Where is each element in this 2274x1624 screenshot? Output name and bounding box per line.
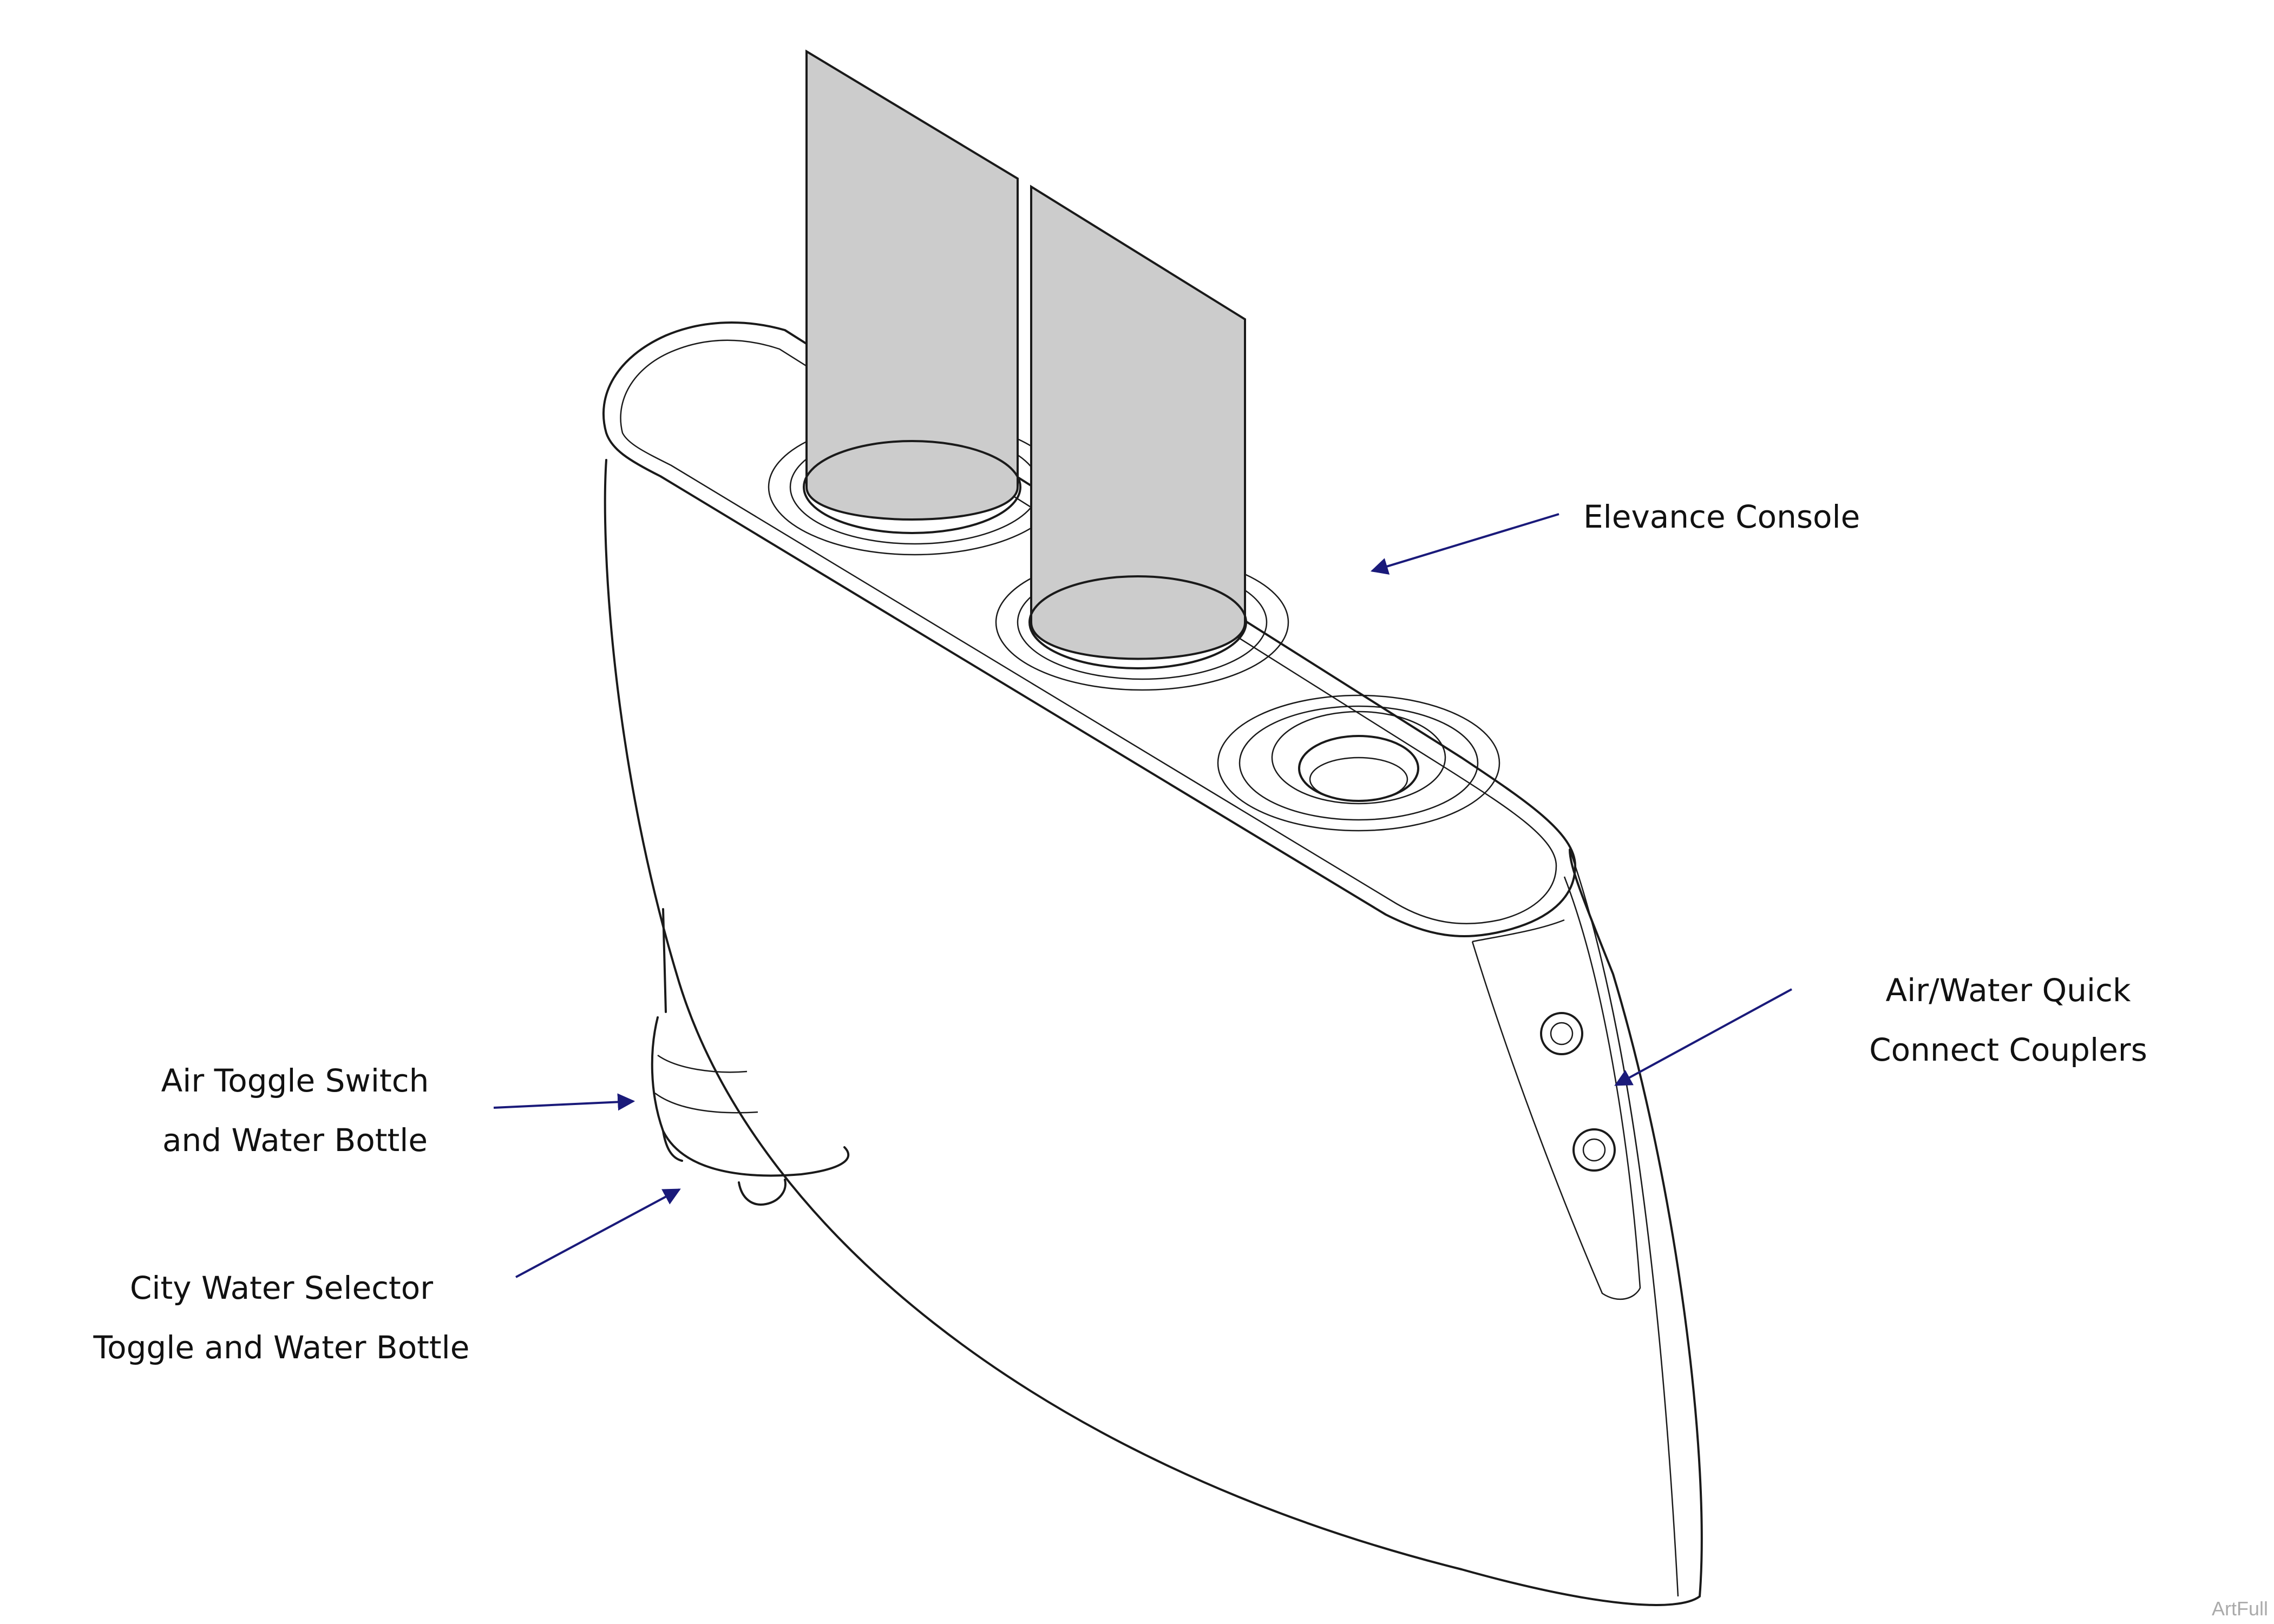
label-couplers-line2: Connect Couplers: [1869, 1031, 2147, 1068]
leader-air-toggle: [493, 1093, 635, 1111]
label-couplers-line1: Air/Water Quick: [1885, 972, 2131, 1009]
label-city-water-line2: Toggle and Water Bottle: [93, 1329, 470, 1366]
label-air-toggle-line2: and Water Bottle: [162, 1122, 428, 1159]
console-body: [604, 459, 1703, 1606]
console-top-tray: [602, 321, 1576, 937]
toggle-knob: [738, 1179, 787, 1206]
leader-couplers: [1614, 988, 1792, 1086]
coupler-upper: [1540, 1012, 1583, 1055]
tube-right: [1028, 185, 1247, 669]
leader-console: [1370, 513, 1559, 575]
watermark-text: ArtFull: [2212, 1597, 2268, 1620]
coupler-lower: [1572, 1128, 1616, 1172]
holder-ring-3: [1217, 694, 1500, 832]
water-bottle-module: [651, 908, 850, 1206]
leader-city-water: [515, 1188, 681, 1278]
quick-connect-couplers: [1472, 919, 1616, 1172]
tube-left: [803, 49, 1021, 534]
label-air-toggle-line1: Air Toggle Switch: [161, 1062, 429, 1099]
label-city-water-line1: City Water Selector: [130, 1270, 433, 1306]
label-console: Elevance Console: [1583, 498, 1860, 535]
